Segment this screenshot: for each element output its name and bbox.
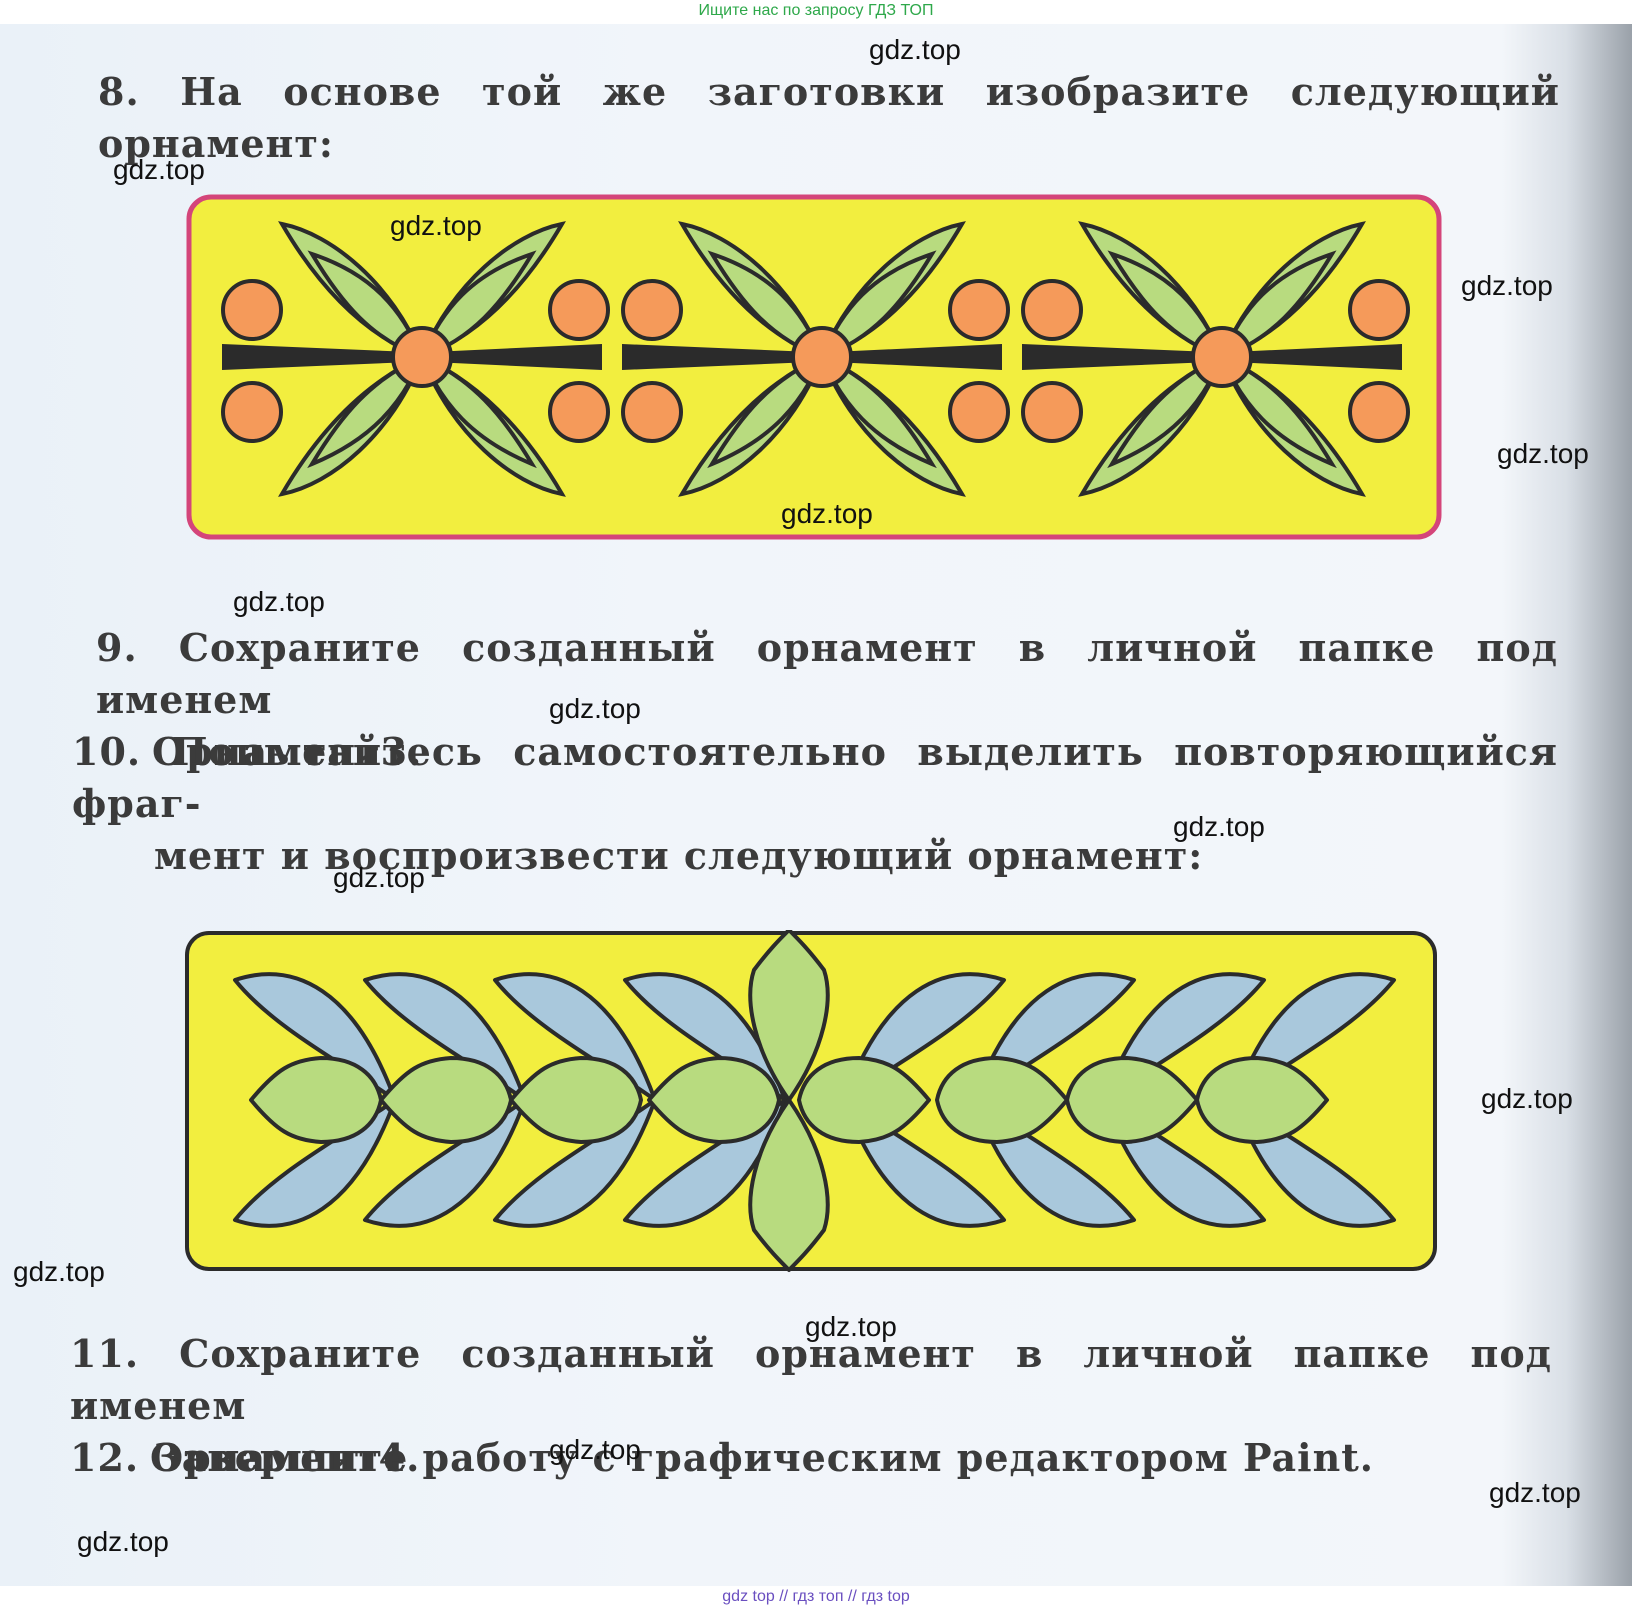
watermark: gdz.top: [1481, 1083, 1573, 1114]
watermark: gdz.top: [1173, 811, 1265, 842]
ornament-4-figure: [185, 930, 1437, 1272]
task-9: 9. Сохраните созданный орнамент в личной…: [96, 625, 1558, 774]
task-8-number: 8.: [98, 69, 140, 114]
task-11-filename: Орнамент4: [150, 1435, 407, 1480]
task-10-text-line1: Попытайтесь самостоятельно выделить повт…: [72, 729, 1558, 826]
watermark: gdz.top: [549, 1434, 641, 1465]
task-10-number: 10.: [72, 729, 142, 774]
task-9-number: 9.: [96, 625, 138, 670]
task-11-text: Сохраните созданный орнамент в личной па…: [70, 1331, 1552, 1428]
watermark: gdz.top: [781, 498, 873, 529]
watermark: gdz.top: [77, 1526, 169, 1557]
top-banner[interactable]: Ищите нас по запросу ГДЗ ТОП: [0, 0, 1632, 24]
task-12-text: Завершите работу с графическим редакторо…: [153, 1435, 1229, 1480]
task-9-text: Сохраните созданный орнамент в личной па…: [96, 625, 1558, 722]
watermark: gdz.top: [1461, 270, 1553, 301]
ornament-3-figure: [186, 194, 1442, 540]
task-10: 10. Попытайтесь самостоятельно выделить …: [72, 726, 1558, 882]
task-12-number: 12.: [70, 1435, 140, 1480]
task-11: 11. Сохраните созданный орнамент в лично…: [70, 1331, 1552, 1480]
task-9-filename: Орнамент3: [152, 729, 409, 774]
task-8-text: На основе той же заготовки изобразите сл…: [98, 69, 1560, 166]
watermark: gdz.top: [869, 34, 961, 65]
watermark: gdz.top: [549, 693, 641, 724]
bottom-banner[interactable]: gdz top // гдз топ // гдз top: [0, 1586, 1632, 1609]
watermark: gdz.top: [1489, 1477, 1581, 1508]
watermark: gdz.top: [13, 1256, 105, 1287]
task-12: 12. Завершите работу с графическим редак…: [70, 1435, 1375, 1480]
task-11-number: 11.: [70, 1331, 140, 1376]
watermark: gdz.top: [805, 1311, 897, 1342]
watermark: gdz.top: [113, 154, 205, 185]
watermark: gdz.top: [1497, 438, 1589, 469]
watermark: gdz.top: [333, 862, 425, 893]
watermark: gdz.top: [233, 586, 325, 617]
watermark: gdz.top: [390, 210, 482, 241]
task-8: 8. На основе той же заготовки изобразите…: [98, 66, 1560, 170]
task-12-app-name: Paint: [1242, 1435, 1360, 1480]
task-10-text-line2: мент и воспроизвести следующий орнамент:: [154, 833, 1204, 878]
